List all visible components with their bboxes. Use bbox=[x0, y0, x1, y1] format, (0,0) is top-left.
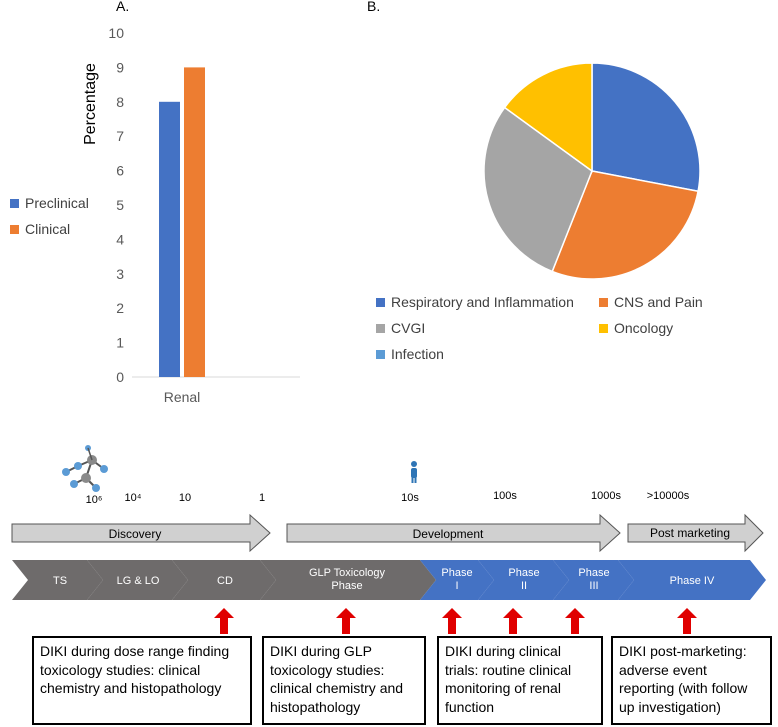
legend-swatch-infection bbox=[376, 349, 385, 359]
pie-slice bbox=[483, 106, 593, 273]
y-tick-label: 5 bbox=[116, 197, 124, 213]
stage-lg-lo bbox=[87, 560, 188, 600]
legend-swatch-clinical bbox=[10, 224, 19, 234]
stage-label: LG & LO bbox=[117, 575, 160, 587]
bar-preclinical bbox=[159, 101, 180, 378]
stage-label: Phase IV bbox=[670, 575, 715, 587]
diki-clinical-trials-box: DIKI during clinical trials: routine cli… bbox=[437, 636, 603, 725]
up-arrow-icon bbox=[565, 608, 585, 634]
y-tick-label: 7 bbox=[116, 128, 124, 144]
diki-post-marketing-box: DIKI post-marketing: adverse event repor… bbox=[611, 636, 772, 725]
up-arrow-icon bbox=[677, 608, 697, 634]
legend-swatch-cvgi bbox=[376, 323, 385, 333]
panel-a-label: A. bbox=[116, 0, 130, 14]
stage-phase-3 bbox=[553, 560, 634, 600]
development-arrow: Development bbox=[286, 513, 621, 553]
up-arrow-icon bbox=[503, 608, 523, 634]
post-marketing-arrow: Post marketing bbox=[627, 513, 764, 553]
pie-slice bbox=[503, 62, 593, 173]
pie-chart bbox=[483, 62, 701, 280]
legend-swatch-oncology bbox=[599, 323, 608, 333]
up-arrow-icon bbox=[442, 608, 462, 634]
legend-swatch-respiratory bbox=[376, 297, 385, 307]
y-axis-label: Percentage bbox=[82, 63, 99, 145]
y-tick-label: 4 bbox=[116, 231, 124, 247]
count-label: 10⁶ bbox=[86, 494, 103, 506]
legend-swatch-preclinical bbox=[10, 198, 19, 208]
legend-item-preclinical: Preclinical bbox=[10, 195, 89, 211]
discovery-label: Discovery bbox=[109, 527, 162, 541]
legend-label-infection: Infection bbox=[391, 346, 444, 362]
stage-phase-4 bbox=[618, 560, 766, 600]
molecule-icon bbox=[62, 445, 108, 492]
stage-phase-1 bbox=[420, 560, 494, 600]
legend-swatch-cns bbox=[599, 297, 608, 307]
diki-dose-range-box: DIKI during dose range finding toxicolog… bbox=[32, 636, 252, 725]
y-tick-label: 3 bbox=[116, 266, 124, 282]
legend-item-infection: Infection bbox=[376, 346, 444, 362]
legend-label-respiratory: Respiratory and Inflammation bbox=[391, 294, 574, 310]
diki-glp-box: DIKI during GLP toxicology studies: clin… bbox=[262, 636, 426, 725]
stage-label: CD bbox=[217, 575, 233, 587]
stage-phase1-wrap: Phase I bbox=[441, 567, 473, 592]
y-tick-label: 10 bbox=[108, 25, 124, 41]
legend-label-clinical: Clinical bbox=[25, 221, 71, 237]
stage-phase2-wrap: Phase II bbox=[508, 567, 540, 592]
legend-label-cvgi: CVGI bbox=[391, 320, 426, 336]
up-arrow-icon bbox=[336, 608, 356, 634]
x-tick-label: Renal bbox=[164, 389, 201, 405]
legend-item-respiratory: Respiratory and Inflammation bbox=[376, 294, 574, 310]
stage-label: GLP Toxicology Phase bbox=[308, 567, 386, 592]
stage-label: TS bbox=[53, 575, 67, 587]
stage-glp-toxicology bbox=[260, 560, 436, 600]
pie-slice bbox=[551, 170, 699, 280]
y-tick-label: 2 bbox=[116, 300, 124, 316]
stage-phase3-wrap: Phase III bbox=[578, 567, 610, 592]
pie-slice bbox=[591, 62, 701, 193]
development-label: Development bbox=[413, 527, 484, 541]
stage-cd bbox=[172, 560, 276, 600]
stage-label: Phase III bbox=[578, 567, 610, 592]
panel-b-label: B. bbox=[367, 0, 381, 14]
person-icon bbox=[411, 461, 417, 483]
y-tick-label: 6 bbox=[116, 163, 124, 179]
count-label: 1 bbox=[259, 492, 265, 504]
legend-item-oncology: Oncology bbox=[599, 320, 673, 336]
stage-glp-wrap: GLP Toxicology Phase bbox=[308, 567, 386, 592]
bar-clinical bbox=[184, 67, 205, 378]
discovery-arrow: Discovery bbox=[11, 513, 271, 553]
count-label: 100s bbox=[493, 490, 517, 502]
post-marketing-label: Post marketing bbox=[650, 526, 730, 540]
y-tick-label: 1 bbox=[116, 335, 124, 351]
count-label: 1000s bbox=[591, 490, 621, 502]
stage-label: Phase II bbox=[508, 567, 540, 592]
stage-ts bbox=[12, 560, 103, 600]
y-tick-label: 9 bbox=[116, 59, 124, 75]
y-tick-label: 8 bbox=[116, 94, 124, 110]
stage-label: Phase I bbox=[441, 567, 473, 592]
count-label: 10 bbox=[179, 492, 191, 504]
legend-item-cns: CNS and Pain bbox=[599, 294, 703, 310]
count-label: 10⁴ bbox=[125, 492, 142, 504]
stage-phase-2 bbox=[478, 560, 569, 600]
count-label: >10000s bbox=[647, 490, 690, 502]
legend-label-cns: CNS and Pain bbox=[614, 294, 703, 310]
count-label: 10s bbox=[401, 492, 419, 504]
up-arrow-icon bbox=[214, 608, 234, 634]
legend-item-cvgi: CVGI bbox=[376, 320, 425, 336]
y-tick-label: 0 bbox=[116, 369, 124, 385]
drug-development-timeline: 10⁶ 10⁴ 10 1 10s 100s 1000s >10000s Disc… bbox=[11, 445, 766, 634]
legend-label-preclinical: Preclinical bbox=[25, 195, 89, 211]
legend-item-clinical: Clinical bbox=[10, 221, 70, 237]
legend-label-oncology: Oncology bbox=[614, 320, 674, 336]
